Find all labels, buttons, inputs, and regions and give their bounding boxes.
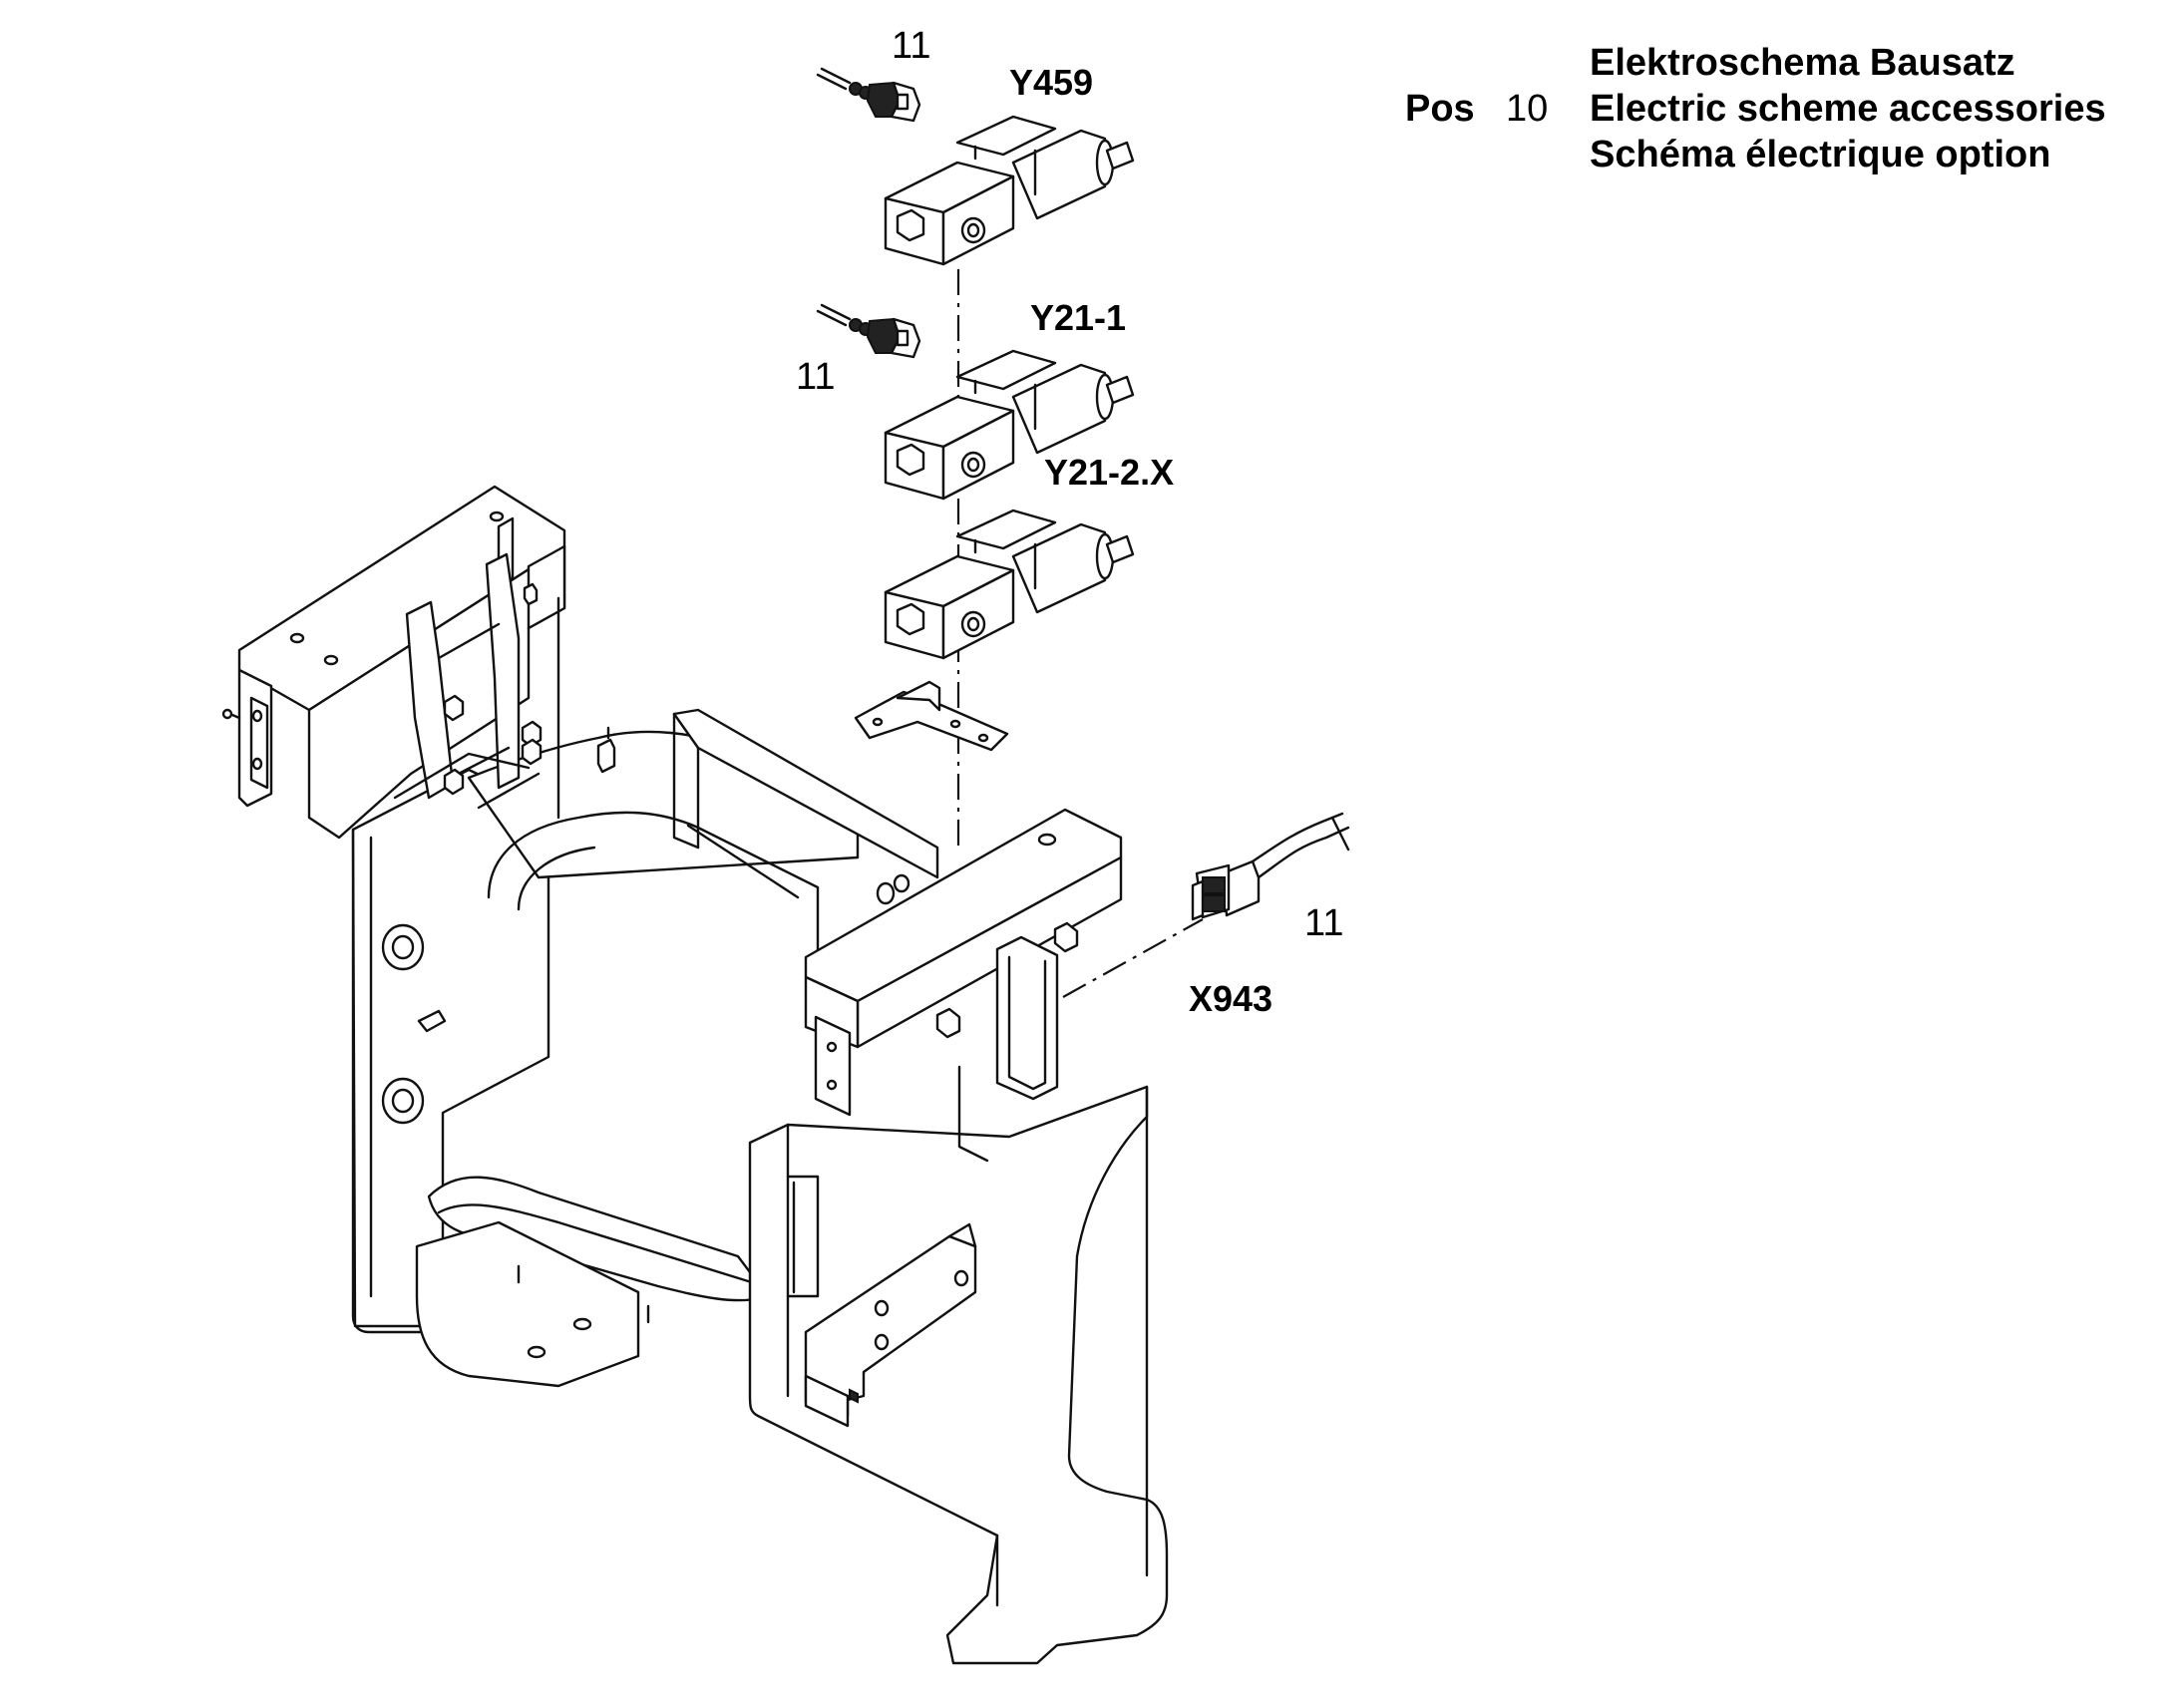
- label-y21-1: Y21-1: [1030, 297, 1126, 338]
- label-x943: X943: [1189, 978, 1272, 1019]
- pos-number: 10: [1506, 88, 1548, 130]
- title-german: Elektroschema Bausatz: [1590, 42, 2015, 84]
- connector-axis: [1062, 918, 1204, 998]
- solenoid-valve-y21-2x: [884, 509, 1135, 660]
- upper-left-bracket: [221, 485, 566, 840]
- main-frame: [351, 708, 1169, 1665]
- title-french: Schéma électrique option: [1590, 134, 2050, 175]
- plug-connector-lower: [816, 303, 921, 359]
- pos-label: Pos: [1405, 88, 1475, 130]
- title-block: Pos 10 Elektroschema Bausatz Electric sc…: [1405, 42, 2106, 175]
- mounting-bracket: [854, 680, 1009, 752]
- multipin-connector-x943: [1191, 812, 1350, 921]
- callout-labels: 11 Y459 Y21-1 11 Y21-2.X 11 X943: [796, 25, 1343, 1019]
- ref-11-right: 11: [1304, 902, 1343, 944]
- title-english: Electric scheme accessories: [1590, 88, 2106, 130]
- plug-connector-upper: [816, 67, 921, 123]
- ref-11-top: 11: [892, 25, 930, 67]
- label-y21-2x: Y21-2.X: [1044, 452, 1174, 493]
- label-y459: Y459: [1009, 62, 1093, 103]
- solenoid-valve-y459: [884, 115, 1135, 266]
- ref-11-mid: 11: [796, 356, 835, 398]
